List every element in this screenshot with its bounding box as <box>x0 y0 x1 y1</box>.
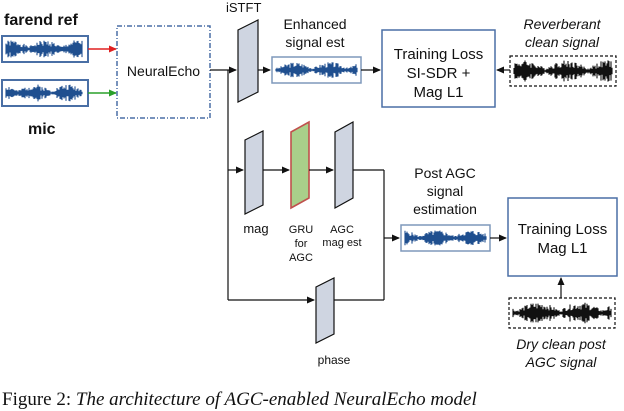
gru-block <box>290 120 310 210</box>
postagc-label-line2: signal <box>427 183 464 199</box>
postagc-label-line3: estimation <box>413 201 477 217</box>
istft-label: iSTFT <box>226 0 261 15</box>
dry-label-line2: AGC signal <box>525 354 598 370</box>
reverberant-label-line2: clean signal <box>525 34 600 50</box>
mag-label: mag <box>243 221 268 236</box>
farend-waveform <box>5 40 83 58</box>
gru-label-line1: GRU <box>289 224 314 236</box>
phase-block <box>315 277 335 344</box>
dry-waveform <box>512 302 612 324</box>
postagc-waveform <box>404 230 487 246</box>
neuralecho-box <box>116 25 211 119</box>
phase-label: phase <box>318 353 351 367</box>
training-loss-box-2 <box>507 197 618 277</box>
loss2-line2: Mag L1 <box>537 240 587 257</box>
farend-ref-label: farend ref <box>4 12 78 29</box>
neuralecho-label: NeuralEcho <box>127 63 200 79</box>
dry-label-line1: Dry clean post <box>516 336 607 352</box>
caption-prefix: Figure 2: <box>2 389 76 410</box>
istft-block <box>237 19 259 103</box>
enhanced-label-line1: Enhanced <box>283 16 346 32</box>
gru-label-line3: AGC <box>289 252 313 264</box>
postagc-label-line1: Post AGC <box>414 165 475 181</box>
caption-text: The architecture of AGC-enabled NeuralEc… <box>75 389 477 410</box>
enhanced-waveform <box>275 62 358 78</box>
figure-caption: Figure 2: The architecture of AGC-enable… <box>2 389 624 411</box>
reverberant-label-line1: Reverberant <box>523 16 601 32</box>
gru-label-line2: for <box>295 238 308 250</box>
reverberant-waveform <box>513 60 613 82</box>
training-loss-box-1 <box>381 29 496 108</box>
mag-block <box>244 130 264 215</box>
loss1-line2: SI-SDR + <box>407 65 471 82</box>
agc-label-line1: AGC <box>330 224 354 236</box>
agc-label-line2: mag est <box>322 237 361 249</box>
loss2-line1: Training Loss <box>518 221 608 238</box>
loss1-line3: Mag L1 <box>413 84 463 101</box>
mic-label: mic <box>28 121 56 138</box>
mic-waveform <box>5 84 83 102</box>
loss1-line1: Training Loss <box>394 46 484 63</box>
enhanced-label-line2: signal est <box>285 34 344 50</box>
agc-mag-est-block <box>334 120 354 210</box>
